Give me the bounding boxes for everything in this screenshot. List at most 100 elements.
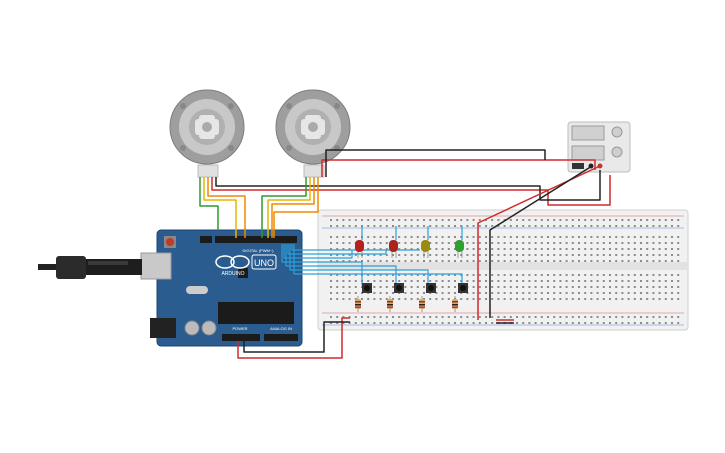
arduino-uno-board[interactable]: ARDUINO UNO DIGITAL (PWM~) POWER ANALOG … <box>140 229 303 347</box>
resistor-1[interactable] <box>355 296 361 312</box>
breadboard-hole <box>565 298 568 300</box>
breadboard-hole <box>416 242 419 244</box>
breadboard-hole <box>609 298 611 300</box>
breadboard-hole <box>565 274 568 276</box>
breadboard-hole <box>361 298 363 300</box>
resistor-4[interactable] <box>452 296 458 312</box>
breadboard-hole <box>516 322 518 324</box>
breadboard-hole <box>478 219 481 221</box>
breadboard-hole <box>652 254 655 256</box>
push-button-1[interactable] <box>362 283 372 293</box>
breadboard-hole <box>652 286 655 288</box>
breadboard-hole <box>677 248 680 250</box>
push-button-4[interactable] <box>458 283 468 293</box>
breadboard-hole <box>578 292 580 294</box>
usb-port[interactable] <box>140 252 172 280</box>
breadboard-hole <box>590 298 593 300</box>
breadboard-hole <box>497 298 500 300</box>
resistor-2[interactable] <box>387 296 393 312</box>
breadboard-hole <box>342 225 345 227</box>
breadboard-hole <box>497 260 500 262</box>
power-jack[interactable] <box>150 318 176 338</box>
breadboard-hole <box>602 274 605 276</box>
breadboard-hole <box>584 280 587 282</box>
breadboard-hole <box>460 260 463 262</box>
breadboard-hole <box>584 260 587 262</box>
breadboard-hole <box>485 225 487 227</box>
breadboard-hole <box>330 248 332 250</box>
breadboard-hole <box>342 260 345 262</box>
breadboard-hole <box>466 254 469 256</box>
breadboard-hole <box>522 248 525 250</box>
breadboard-hole <box>485 292 487 294</box>
breadboard-hole <box>658 260 661 262</box>
led-red-2[interactable] <box>389 240 398 258</box>
breadboard-hole <box>441 298 444 300</box>
breadboard-hole <box>627 316 630 318</box>
breadboard-hole <box>404 274 407 276</box>
breadboard-hole <box>534 298 537 300</box>
servo-motor-1[interactable] <box>169 89 245 178</box>
breadboard-hole <box>336 292 339 294</box>
breadboard-hole <box>633 242 636 244</box>
breadboard-hole <box>516 292 518 294</box>
breadboard-hole <box>615 298 618 300</box>
breadboard-hole <box>609 260 611 262</box>
breadboard-hole <box>559 254 562 256</box>
battery-pack[interactable] <box>567 121 631 173</box>
breadboard-hole <box>627 225 630 227</box>
led-yellow[interactable] <box>421 240 430 258</box>
breadboard-hole <box>423 292 425 294</box>
breadboard-hole <box>540 322 543 324</box>
breadboard-hole <box>342 316 345 318</box>
breadboard-hole <box>540 316 543 318</box>
breadboard-hole <box>404 254 407 256</box>
breadboard-hole <box>398 316 401 318</box>
breadboard-hole <box>640 274 642 276</box>
breadboard-hole <box>367 236 370 238</box>
breadboard-hole <box>590 236 593 238</box>
breadboard-hole <box>373 298 376 300</box>
power-label: POWER <box>232 326 247 331</box>
push-button-2[interactable] <box>394 283 404 293</box>
breadboard-hole <box>553 242 556 244</box>
breadboard-hole <box>516 242 518 244</box>
breadboard-hole <box>435 280 438 282</box>
breadboard-hole <box>472 219 475 221</box>
breadboard-hole <box>627 254 630 256</box>
power-header[interactable] <box>222 334 260 341</box>
breadboard-hole <box>454 286 456 288</box>
breadboard-hole <box>348 292 351 294</box>
breadboard-hole <box>664 274 667 276</box>
breadboard-hole <box>373 292 376 294</box>
breadboard-hole <box>509 242 512 244</box>
breadboard-hole <box>565 219 568 221</box>
breadboard-hole <box>342 322 345 324</box>
breadboard-hole <box>621 260 624 262</box>
breadboard-hole <box>640 260 642 262</box>
breadboard-hole <box>553 225 556 227</box>
breadboard-hole <box>454 236 456 238</box>
breadboard-hole <box>392 292 394 294</box>
breadboard-hole <box>373 236 376 238</box>
arduino-logo-icon <box>215 255 250 269</box>
digital-header[interactable] <box>215 236 297 243</box>
breadboard-hole <box>373 280 376 282</box>
breadboard-hole <box>559 298 562 300</box>
breadboard-hole <box>367 260 370 262</box>
breadboard-hole <box>342 286 345 288</box>
push-button-3[interactable] <box>426 283 436 293</box>
breadboard-hole <box>466 225 469 227</box>
resistor-3[interactable] <box>419 296 425 312</box>
breadboard-hole <box>677 254 680 256</box>
wires[interactable] <box>199 149 611 359</box>
led-red-1[interactable] <box>355 240 364 258</box>
breadboard-hole <box>615 280 618 282</box>
breadboard-hole <box>392 316 394 318</box>
servo-motor-2[interactable] <box>275 89 351 178</box>
analog-header[interactable] <box>264 334 298 341</box>
led-green[interactable] <box>455 240 464 258</box>
usb-cable[interactable] <box>38 256 142 279</box>
breadboard-hole <box>416 280 419 282</box>
